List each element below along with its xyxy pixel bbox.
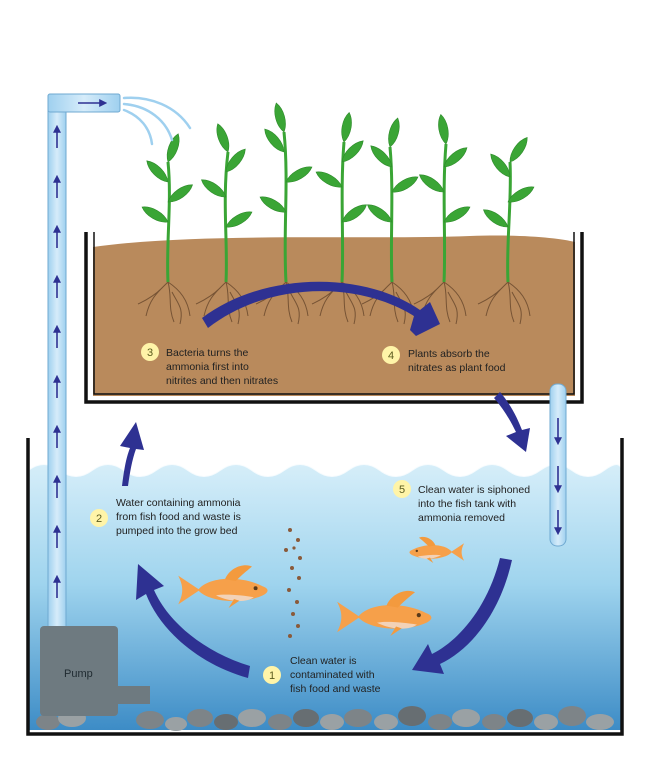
step-number: 2 (96, 513, 102, 525)
step-text-line: Plants absorb the (408, 348, 490, 360)
grow-bed-wall (84, 232, 584, 404)
cycle-arrows (120, 281, 530, 678)
step-badge (141, 343, 159, 361)
step-text-line: pumped into the grow bed (116, 525, 238, 537)
grow-bed-soil (93, 235, 575, 396)
plant (139, 131, 196, 283)
plant (313, 111, 370, 283)
step-1: 1 Clean water is contaminated with fish … (263, 655, 381, 695)
arrow-growbed-to-tank (494, 392, 530, 452)
step-5: 5 Clean water is siphoned into the fish … (393, 480, 530, 524)
step-text-line: Clean water is siphoned (418, 484, 530, 496)
step-text-line: into the fish tank with (418, 498, 516, 510)
step-text-line: from fish food and waste is (116, 511, 241, 523)
step-text-line: nitrates as plant food (408, 362, 506, 374)
step-badge (263, 666, 281, 684)
step-badge (393, 480, 411, 498)
step-number: 5 (399, 484, 405, 496)
tank-water (28, 464, 622, 730)
step-text-line: nitrites and then nitrates (166, 375, 278, 387)
pump-label: Pump (64, 668, 93, 680)
arrow-tank-to-growbed (120, 422, 144, 486)
plants (139, 101, 537, 283)
step-badge (90, 509, 108, 527)
pump-pipe (47, 93, 192, 637)
step-text-line: Clean water is (290, 655, 357, 667)
tank-wall (26, 438, 624, 736)
grow-bed (84, 232, 584, 404)
plant (257, 101, 315, 283)
plant (364, 116, 421, 283)
step-text-line: ammonia removed (418, 512, 505, 524)
step-text-line: contaminated with (290, 669, 375, 681)
step-badge (382, 346, 400, 364)
water-spray (122, 96, 192, 146)
step-2: 2 Water containing ammonia from fish foo… (90, 497, 241, 537)
step-3: 3 Bacteria turns the ammonia first into … (141, 343, 278, 387)
step-text-line: ammonia first into (166, 361, 249, 373)
fish-food-pellets (284, 528, 302, 638)
plant (198, 121, 255, 283)
step-number: 1 (269, 670, 275, 682)
pipe-flow-arrows (53, 99, 108, 598)
plant (480, 134, 537, 283)
arrow-circulation-left (136, 564, 250, 678)
siphon-pipe (549, 383, 567, 547)
plant (416, 113, 473, 283)
step-number: 3 (147, 347, 153, 359)
arrow-bacteria-to-plants (202, 281, 440, 336)
step-text-line: Bacteria turns the (166, 347, 248, 359)
arrow-circulation-right (412, 558, 512, 674)
pump: Pump (40, 626, 150, 716)
step-4: 4 Plants absorb the nitrates as plant fo… (382, 346, 506, 374)
step-text-line: fish food and waste (290, 683, 381, 695)
step-number: 4 (388, 350, 394, 362)
step-text-line: Water containing ammonia (116, 497, 241, 509)
